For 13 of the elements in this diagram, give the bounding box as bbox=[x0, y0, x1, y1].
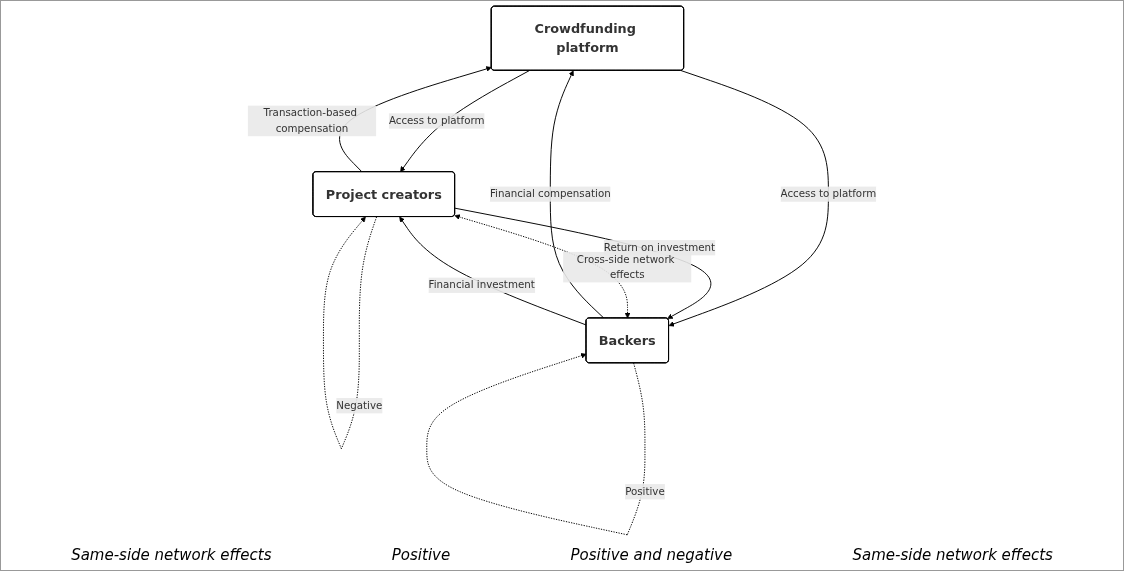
edge-label: Financial compensation bbox=[489, 187, 611, 200]
edge-label: Access to platform bbox=[388, 114, 485, 127]
edge-label: Financial investment bbox=[428, 278, 535, 292]
note-text: Same-side network effects bbox=[71, 546, 272, 564]
edge-label: Positive bbox=[625, 485, 665, 498]
edge-label: Transaction-based compensation bbox=[263, 106, 358, 135]
edge-label: Access to platform bbox=[780, 187, 877, 200]
note-text: Same-side network effects bbox=[852, 546, 1053, 564]
edge-label: Return on investment bbox=[603, 241, 716, 254]
edge-label: Cross-side network effects bbox=[576, 253, 675, 281]
note-text: Positive and negative bbox=[570, 546, 733, 564]
edge-label: Negative bbox=[336, 399, 383, 412]
note-text: Positive bbox=[391, 546, 451, 564]
